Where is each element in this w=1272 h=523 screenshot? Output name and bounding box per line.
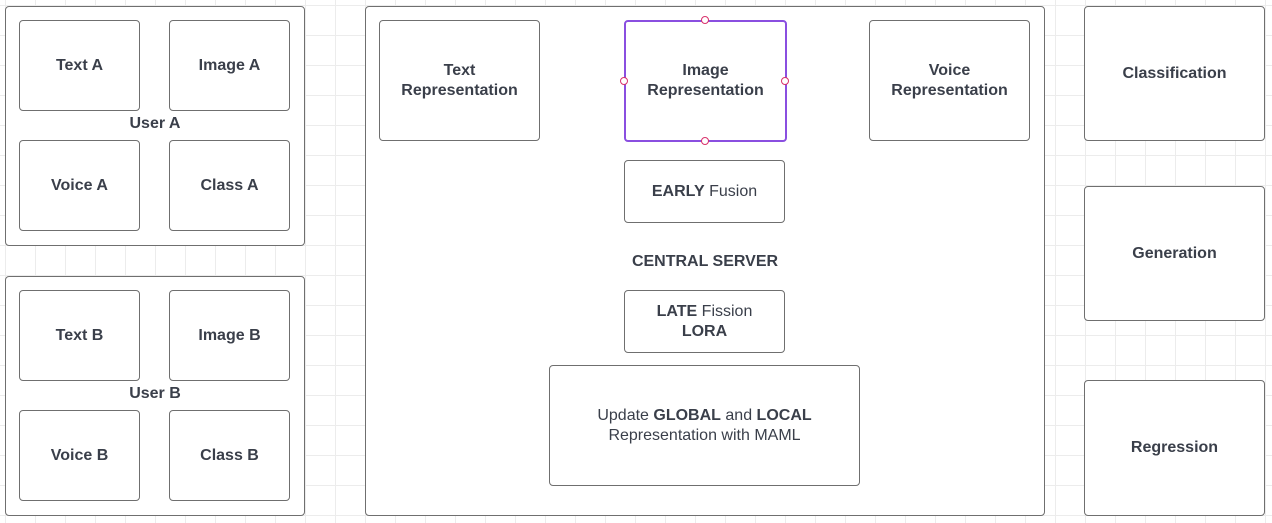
regression-label: Regression <box>1130 439 1219 456</box>
image-a-card[interactable]: Image A <box>169 20 290 111</box>
early-fusion-card[interactable]: EARLY Fusion <box>624 160 785 223</box>
voice-b-label: Voice B <box>50 446 109 464</box>
image-rep-line2: Representation <box>647 82 764 99</box>
classification-card[interactable]: Classification <box>1084 6 1265 141</box>
user-a-label: User A <box>129 115 181 132</box>
classification-label: Classification <box>1122 64 1227 82</box>
class-a-label: Class A <box>200 176 259 194</box>
image-b-label: Image B <box>198 326 261 344</box>
text-b-label: Text B <box>55 326 104 344</box>
image-rep-line1: Image <box>682 62 729 79</box>
resize-handle-top[interactable] <box>701 16 709 24</box>
early-fusion-rest: Fusion <box>709 182 758 200</box>
voice-rep-line2: Representation <box>891 81 1008 99</box>
late-fission-rest: Fission <box>701 302 753 320</box>
update-line2: Representation with MAML <box>608 426 801 444</box>
voice-b-card[interactable]: Voice B <box>19 410 140 501</box>
text-rep-line2: Representation <box>401 81 518 99</box>
image-b-card[interactable]: Image B <box>169 290 290 381</box>
update-global: GLOBAL <box>653 406 721 424</box>
voice-a-card[interactable]: Voice A <box>19 140 140 231</box>
generation-label: Generation <box>1132 244 1217 262</box>
class-b-label: Class B <box>200 446 259 464</box>
text-a-card[interactable]: Text A <box>19 20 140 111</box>
update-text-2: and <box>725 406 753 424</box>
text-rep-line1: Text <box>443 61 476 79</box>
user-b-label: User B <box>129 385 181 402</box>
update-maml-card[interactable]: Update GLOBAL and LOCAL Representation w… <box>549 365 860 486</box>
image-a-label: Image A <box>198 56 261 74</box>
late-fission-bold: LATE <box>656 302 698 320</box>
text-a-label: Text A <box>55 56 104 74</box>
lora-label: LORA <box>681 322 728 340</box>
resize-handle-bottom[interactable] <box>701 137 709 145</box>
resize-handle-right[interactable] <box>781 77 789 85</box>
regression-card[interactable]: Regression <box>1084 380 1265 516</box>
late-fission-card[interactable]: LATE Fission LORA <box>624 290 785 353</box>
update-text-1: Update <box>597 406 649 424</box>
early-fusion-bold: EARLY <box>651 182 705 200</box>
voice-rep-line1: Voice <box>928 61 971 79</box>
voice-a-label: Voice A <box>51 176 108 194</box>
class-b-card[interactable]: Class B <box>169 410 290 501</box>
update-local: LOCAL <box>756 406 812 424</box>
resize-handle-left[interactable] <box>620 77 628 85</box>
text-b-card[interactable]: Text B <box>19 290 140 381</box>
central-server-label: CENTRAL SERVER <box>631 253 779 270</box>
class-a-card[interactable]: Class A <box>169 140 290 231</box>
generation-card[interactable]: Generation <box>1084 186 1265 321</box>
